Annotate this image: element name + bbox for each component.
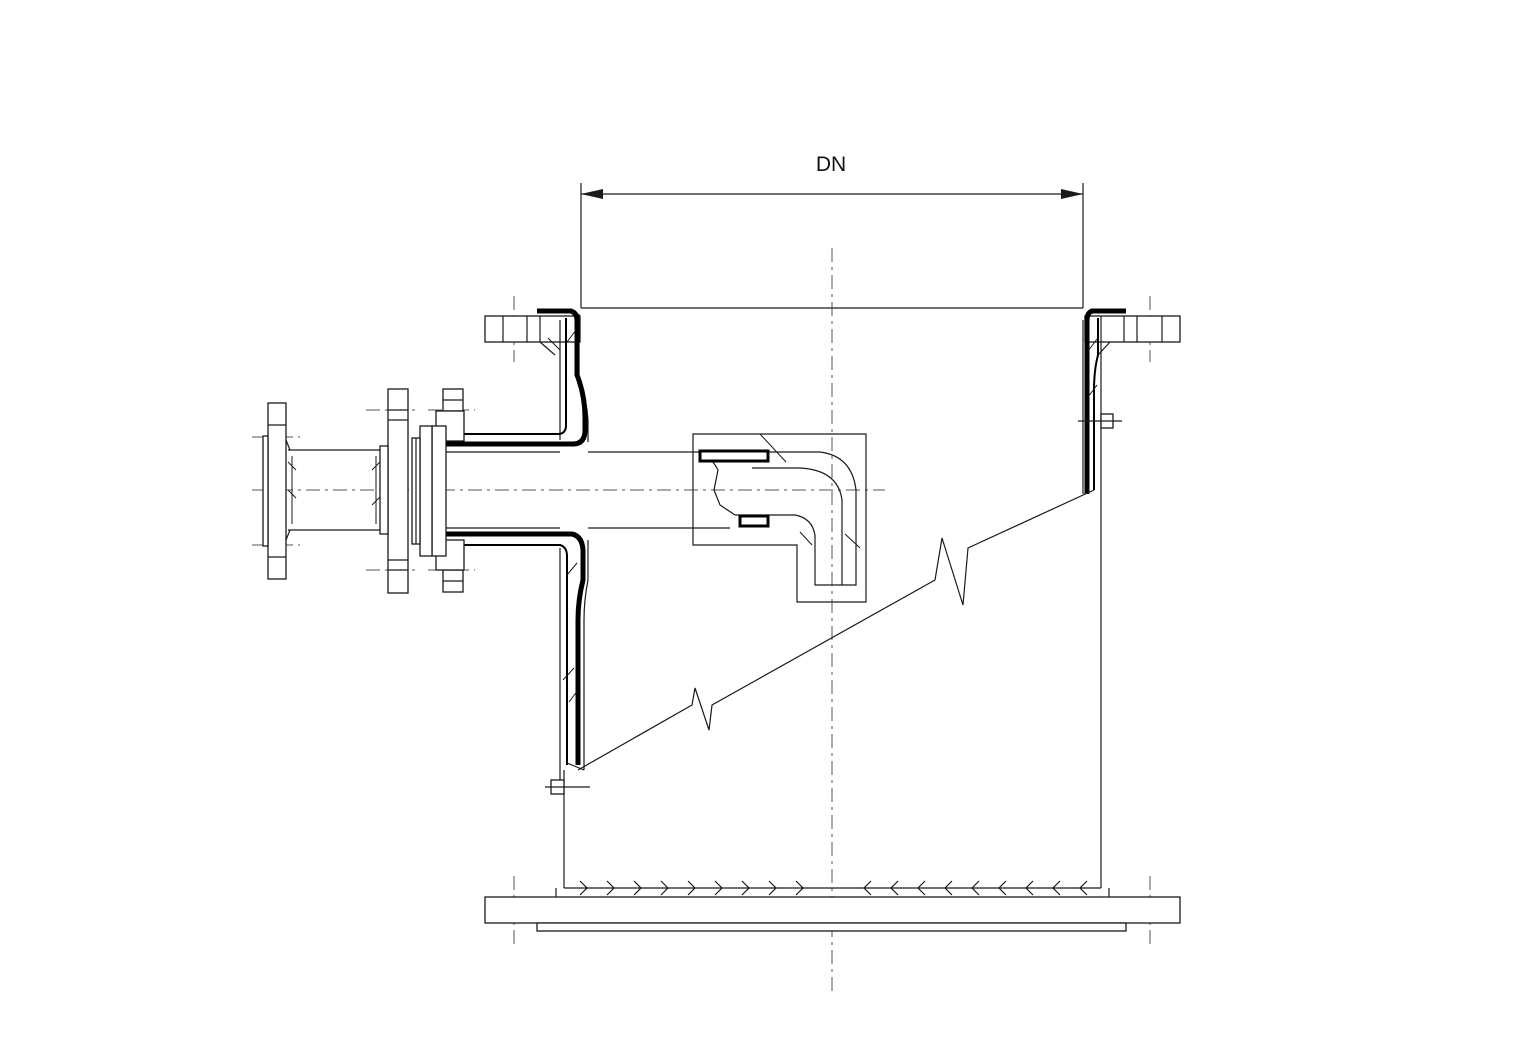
spool-flange (379, 388, 409, 594)
weld-mark (944, 880, 953, 896)
dn-dimension: DN (580, 153, 1084, 308)
weld-mark (687, 880, 696, 896)
arrowhead-left (581, 189, 603, 199)
spool-pipe (287, 449, 381, 531)
end-flange (262, 402, 291, 580)
weld-mark (890, 880, 899, 896)
ptfe-lining (446, 308, 1126, 765)
weld-mark (714, 880, 723, 896)
nozzle-pipe (446, 451, 730, 529)
test-plug-left (545, 779, 590, 795)
centerlines (252, 248, 1151, 995)
arrowhead-right (1061, 189, 1083, 199)
weld-mark (863, 880, 872, 896)
weld-mark (1052, 880, 1061, 896)
weld-mark (633, 880, 642, 896)
right-shell (1082, 316, 1102, 888)
weld-mark (660, 880, 669, 896)
bottom-flange (484, 887, 1181, 932)
top-right-flange (1084, 315, 1181, 356)
weld-mark (971, 880, 980, 896)
break-line (577, 489, 1095, 771)
left-shell-lower (547, 329, 589, 888)
weld-mark (741, 880, 750, 896)
test-plug-right (1078, 413, 1122, 429)
weld-mark (917, 880, 926, 896)
dn-label: DN (816, 153, 846, 176)
top-left-flange (484, 315, 581, 356)
weld-mark (1079, 880, 1088, 896)
weld-mark (795, 880, 804, 896)
dip-elbow (692, 433, 867, 603)
nozzle-flange-outer (411, 388, 465, 593)
weld-mark (768, 880, 777, 896)
weld-mark (606, 880, 615, 896)
weld-seam (579, 880, 1088, 896)
weld-mark (579, 880, 588, 896)
weld-mark (1025, 880, 1034, 896)
weld-mark (998, 880, 1007, 896)
